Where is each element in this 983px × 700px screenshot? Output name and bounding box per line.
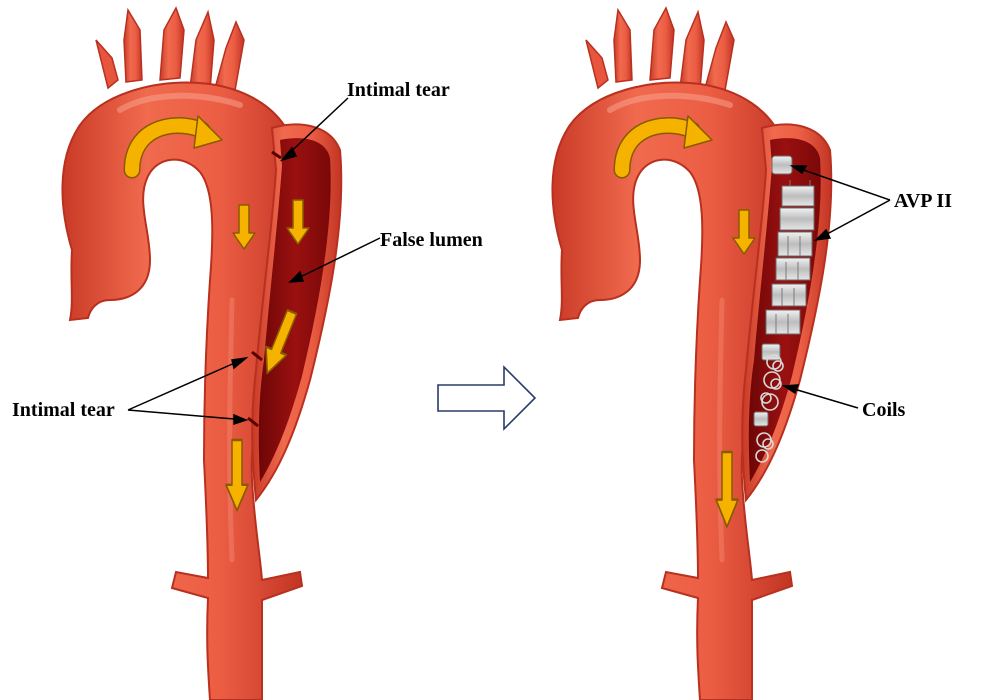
- label-intimal-tear-top: Intimal tear: [347, 80, 450, 100]
- label-coils: Coils: [862, 400, 905, 420]
- label-false-lumen: False lumen: [380, 230, 483, 250]
- outline-right-arrow-icon: [438, 367, 535, 429]
- label-intimal-tear-left: Intimal tear: [12, 400, 115, 420]
- right-aorta: [552, 8, 831, 700]
- left-aorta: [62, 8, 341, 700]
- label-avp-ii: AVP II: [894, 191, 952, 211]
